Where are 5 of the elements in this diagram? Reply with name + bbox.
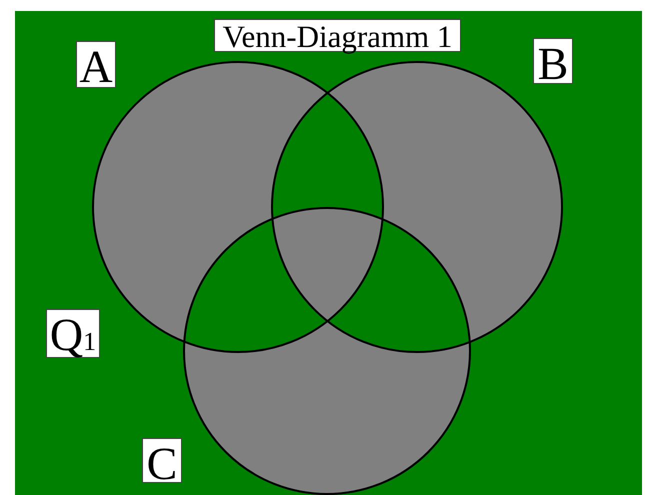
- set-circle: [183, 207, 471, 495]
- set-label: A: [76, 41, 116, 88]
- set-label: B: [533, 38, 573, 84]
- diagram-title: Venn-Diagramm 1: [214, 19, 461, 52]
- set-label: C: [142, 438, 182, 483]
